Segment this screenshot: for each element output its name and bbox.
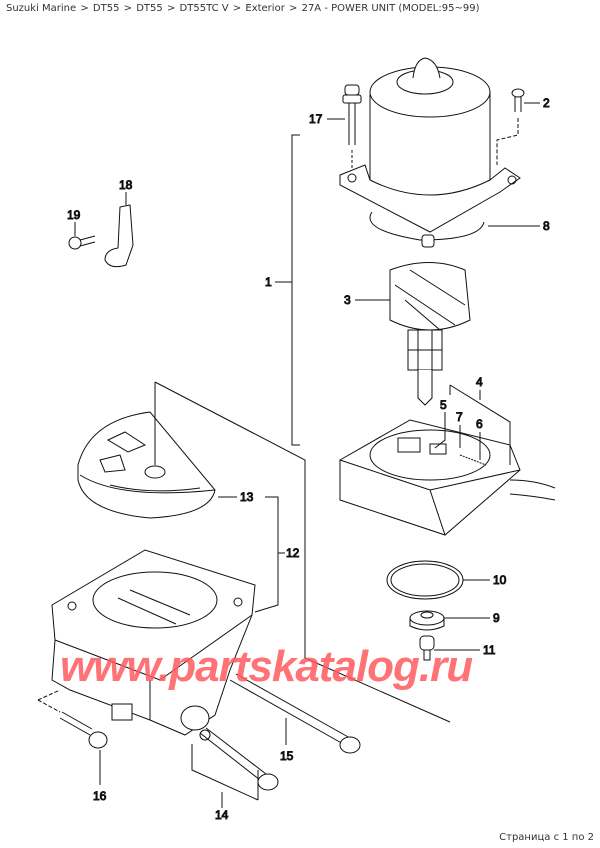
callout-7[interactable]: 7: [456, 410, 464, 425]
breadcrumb-separator: >: [232, 3, 242, 14]
callout-1[interactable]: 1: [265, 275, 273, 290]
breadcrumb-item-variant[interactable]: DT55TC V: [179, 3, 229, 14]
callout-3[interactable]: 3: [344, 293, 352, 308]
pump-body-shape: [51, 549, 256, 736]
callout-9[interactable]: 9: [493, 611, 501, 626]
callout-14[interactable]: 14: [215, 808, 230, 823]
callout-8[interactable]: 8: [543, 219, 551, 234]
reservoir-shape: [77, 411, 216, 519]
callout-4[interactable]: 4: [476, 375, 484, 390]
breadcrumb-item-category[interactable]: Exterior: [245, 3, 285, 14]
callout-labels: 1 2 3 4 5 6 7 8 9 10 11 12 13 14 15 16 1…: [67, 96, 551, 823]
breadcrumb-item-model[interactable]: DT55: [92, 3, 120, 14]
bolt-17-shape: [342, 84, 362, 170]
valve-shape: [199, 727, 279, 791]
breadcrumb-item-current: 27A - POWER UNIT (MODEL:95~99): [301, 3, 480, 14]
callout-2[interactable]: 2: [543, 96, 551, 111]
clamp-shapes: [68, 204, 134, 268]
brush-holder-shape: [339, 419, 556, 536]
callout-19[interactable]: 19: [67, 208, 82, 223]
breadcrumb: Suzuki Marine > DT55 > DT55 > DT55TC V >…: [6, 3, 479, 14]
callout-10[interactable]: 10: [493, 573, 508, 588]
bolt-15-shape: [229, 673, 361, 754]
bolt-16-shape: [37, 689, 108, 749]
leader-lines: [74, 102, 540, 808]
page-indicator: Страница с 1 по 2: [499, 832, 594, 843]
callout-13[interactable]: 13: [240, 490, 255, 505]
motor-housing: [339, 57, 521, 248]
breadcrumb-separator: >: [80, 3, 89, 14]
breadcrumb-item-brand[interactable]: Suzuki Marine: [6, 3, 77, 14]
breadcrumb-separator: >: [123, 3, 133, 14]
small-parts-shapes: [386, 560, 464, 661]
callout-11[interactable]: 11: [483, 643, 497, 658]
breadcrumb-separator: >: [289, 3, 298, 14]
callout-5[interactable]: 5: [440, 398, 448, 413]
callout-17[interactable]: 17: [309, 112, 324, 127]
armature-shape: [389, 262, 471, 406]
callout-15[interactable]: 15: [280, 749, 295, 764]
callout-18[interactable]: 18: [119, 178, 134, 193]
callout-6[interactable]: 6: [476, 417, 484, 432]
breadcrumb-item-submodel[interactable]: DT55: [136, 3, 163, 14]
callout-16[interactable]: 16: [93, 789, 108, 804]
screw-2-shape: [496, 88, 525, 165]
breadcrumb-separator: >: [166, 3, 176, 14]
callout-12[interactable]: 12: [286, 546, 301, 561]
